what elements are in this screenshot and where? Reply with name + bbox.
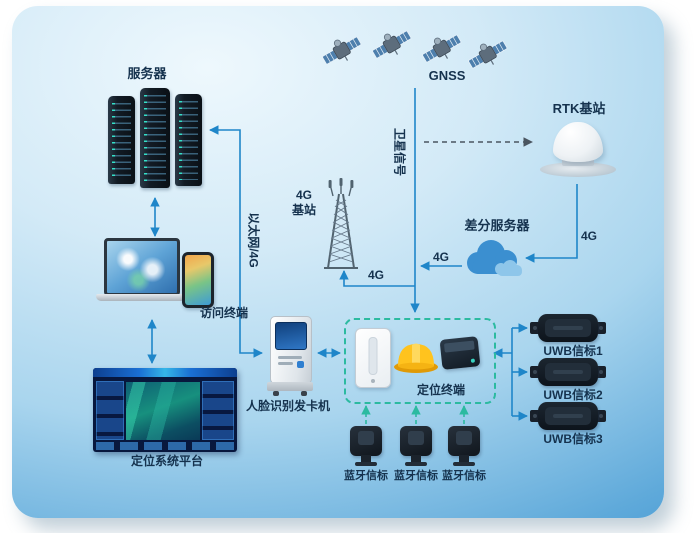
rtk-ground [540,162,616,177]
face-machine-wheel [273,391,279,396]
uwb-mount-tab [596,366,606,378]
platform-right-panels [202,381,234,440]
ethernet-4g-label: 以太网/4G [246,212,261,268]
face-machine-base [267,382,313,391]
rtk-dome [553,122,603,162]
uwb-beacon-label: UWB信标1 [543,344,603,358]
satellite-icon [466,38,510,74]
server-tower-icon [175,94,202,186]
uwb-beacon-label: UWB信标3 [543,432,603,446]
platform-screenshot-icon [93,368,237,452]
bt-base [405,462,427,466]
uwb-body [538,358,598,386]
bt-screen [408,431,424,445]
diff-server-label: 差分服务器 [464,218,530,233]
uwb-mount-tab [530,366,540,378]
platform-left-panels [96,381,124,440]
cloud-icon [467,240,522,276]
phone-icon [182,252,214,308]
face-machine-slot [278,356,302,359]
uwb-mount-tab [596,410,606,422]
uwb-mount-tab [530,410,540,422]
server-label: 服务器 [127,66,167,81]
face-machine-slot [278,362,293,365]
uwb-anchor-device-icon [355,328,391,388]
laptop-screen [104,238,180,296]
bluetooth-beacon-label: 蓝牙信标 [394,470,438,482]
bluetooth-beacon-label: 蓝牙信标 [442,470,486,482]
face-machine-icon [266,314,314,396]
platform-label: 定位系统平台 [130,454,204,468]
gnss-label: GNSS [428,68,466,83]
face-machine-label: 人脸识别发卡机 [245,399,331,413]
bt-stand [361,455,371,462]
platform-map-view [126,382,200,440]
bt-base [355,462,377,466]
platform-header [93,368,237,377]
satellite-signal-label: 卫星信号 [392,127,407,177]
bt-screen [456,431,472,445]
uwb-face [545,363,591,381]
uwb-face [545,319,591,337]
bluetooth-beacon-icon [445,426,483,468]
face-machine-button [297,361,304,368]
face-machine-screen [275,322,307,350]
laptop-base [96,294,186,301]
server-tower-icon [108,96,135,184]
uwb-mount-tab [596,322,606,334]
uwb-face [545,407,591,425]
rtk-dome-icon [538,114,618,180]
badge-tag-icon [439,336,481,370]
server-tower-icon [140,88,170,188]
g4-cloud-link-label: 4G [432,250,450,264]
laptop-icon [96,238,188,310]
face-machine-wheel [301,391,307,396]
bluetooth-beacon-icon [347,426,385,468]
bt-body [400,426,432,456]
phone-screen [185,255,211,305]
bluetooth-beacon-label: 蓝牙信标 [344,470,388,482]
bluetooth-beacon-icon [397,426,435,468]
g4-station-label: 4G 基站 [291,188,317,217]
rtk-station-label: RTK基站 [552,101,606,116]
bt-base [453,462,475,466]
satellite-icon [320,34,364,70]
uwb-beacon-label: UWB信标2 [543,388,603,402]
uwb-beacon-icon [530,314,606,342]
g4-rtk-link-label: 4G [580,229,598,243]
server-racks-icon [108,86,206,192]
rtk-base [562,158,594,166]
bt-screen [358,431,374,445]
access-terminal-label: 访问终端 [199,306,249,320]
uwb-mount-tab [530,322,540,334]
uwb-body [538,314,598,342]
positioning-terminal-label: 定位终端 [416,383,466,397]
cell-tower-icon [324,178,358,269]
bt-stand [459,455,469,462]
satellite-icon [420,32,464,68]
platform-bottom-bar [96,442,234,450]
uwb-body [538,402,598,430]
positioning-terminal-box [344,318,496,404]
bt-stand [411,455,421,462]
hard-hat-icon [394,343,438,373]
g4-tower-link-label: 4G [367,268,385,282]
uwb-beacon-icon [530,402,606,430]
bt-body [448,426,480,456]
satellite-icon [370,28,414,64]
uwb-beacon-icon [530,358,606,386]
bt-body [350,426,382,456]
